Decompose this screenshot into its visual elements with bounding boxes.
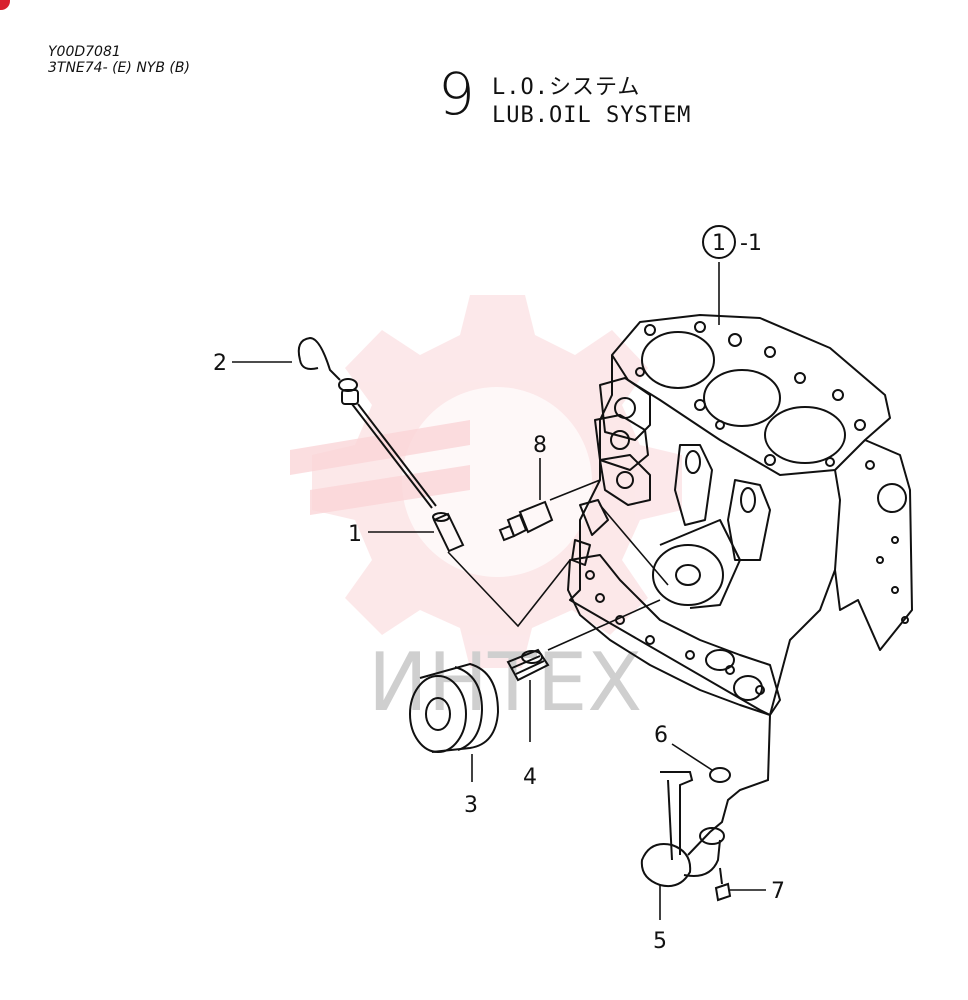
callout-5: 5 [653, 929, 667, 954]
callout-circle-1 [702, 225, 736, 259]
callout-3: 3 [464, 793, 478, 818]
callout-4: 4 [523, 765, 537, 790]
callout-2: 2 [213, 351, 227, 376]
watermark-gear-icon [290, 295, 682, 668]
filter-stud [506, 648, 550, 682]
section-number: 9 [438, 60, 475, 128]
callout-8: 8 [533, 433, 547, 458]
oil-strainer [640, 714, 771, 888]
strainer-bolt [714, 867, 732, 902]
oil-filter [409, 662, 500, 753]
oil-pressure-switch [498, 500, 554, 542]
cylinder-block [567, 314, 913, 716]
section-title-japanese: L.O.システム [492, 75, 641, 100]
drawing-code: Y00D7081 3TNE74- (E) NYB (B) [48, 44, 190, 76]
section-title-english: LUB.OIL SYSTEM [492, 103, 692, 128]
callout-1-1-number: 1 [712, 231, 726, 256]
dipstick-guide [432, 512, 465, 553]
callout-1: 1 [348, 522, 362, 547]
section-title: L.O.システム LUB.OIL SYSTEM [492, 74, 691, 130]
callout-6: 6 [654, 723, 668, 748]
callout-1-1-suffix: -1 [740, 231, 762, 256]
corner-mark [0, 0, 10, 10]
drawing-code-line1: Y00D7081 [48, 44, 121, 60]
leader-lines [232, 262, 766, 920]
watermark-text: ИНТЕХ [368, 636, 642, 729]
dipstick [297, 336, 437, 509]
callout-7: 7 [771, 879, 785, 904]
drawing-code-line2: 3TNE74- (E) NYB (B) [48, 60, 190, 76]
o-ring [709, 767, 731, 783]
